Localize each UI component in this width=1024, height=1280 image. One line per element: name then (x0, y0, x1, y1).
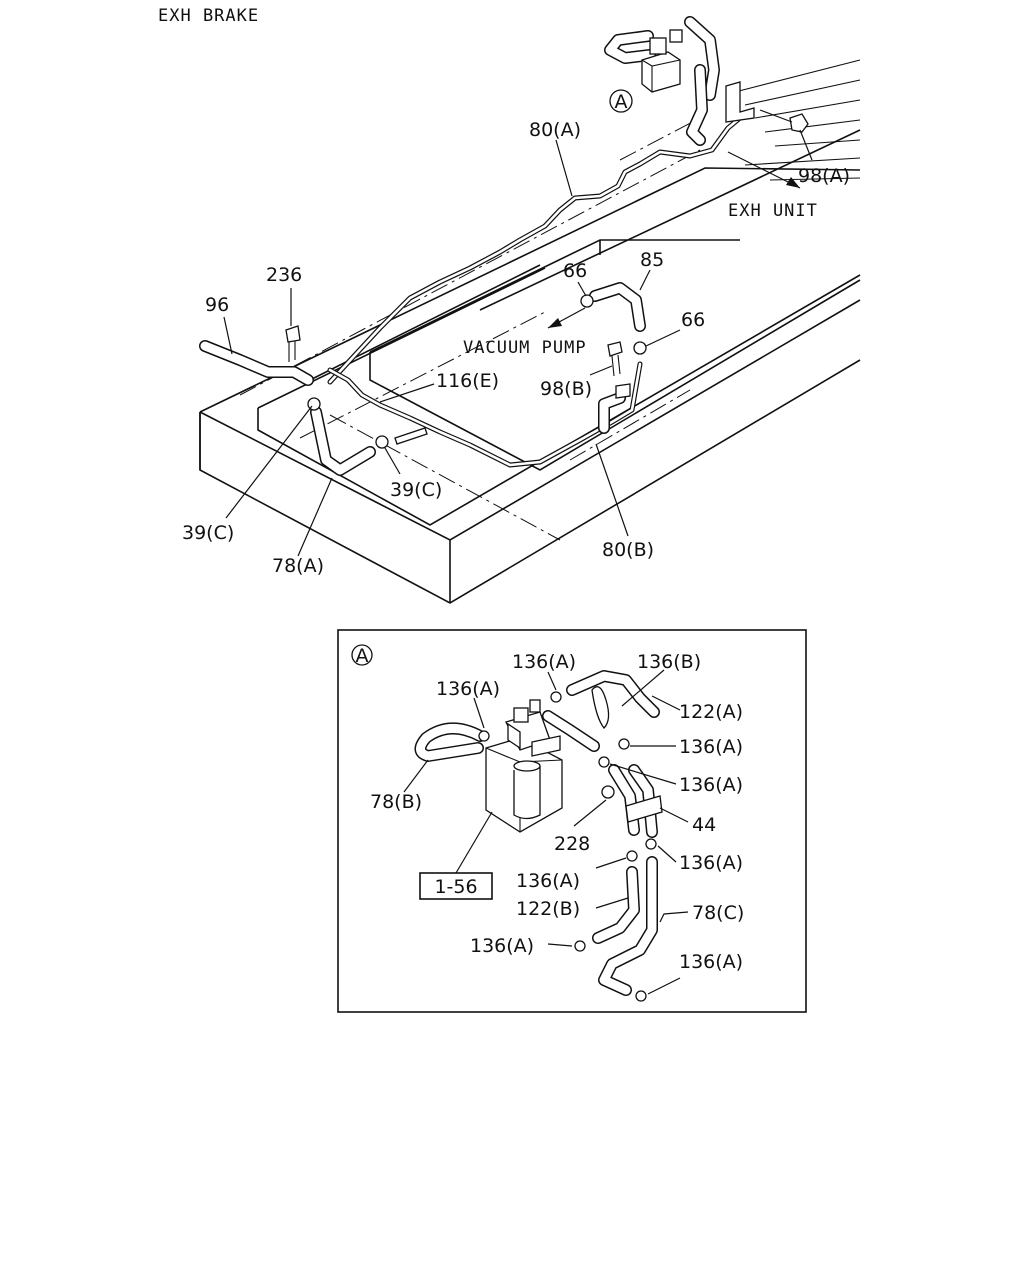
clamp-136a-4-icon (598, 756, 610, 768)
clamps-detail (478, 686, 657, 1002)
clip-136b-icon (591, 686, 610, 729)
detail-frame (337, 629, 807, 1013)
solenoid-valve-unit: A (609, 29, 683, 113)
bolt-98a (725, 81, 809, 133)
label-80a: 80(A) (529, 119, 581, 141)
label-136a-8: 136(A) (679, 951, 743, 973)
reference-box-label: 1-56 (434, 876, 477, 898)
label-136a-6: 136(A) (516, 870, 580, 892)
clamp-39c-right-icon (375, 435, 389, 449)
label-136a-2: 136(A) (436, 678, 500, 700)
pipe-80a (327, 115, 743, 385)
leaders-main (223, 129, 813, 557)
hoses-main (199, 16, 720, 476)
label-44: 44 (692, 814, 716, 836)
label-98a: 98(A) (798, 165, 850, 187)
clamp-66a-icon (580, 294, 594, 308)
main-view: A EXH UNIT VACUU (182, 16, 861, 604)
diagram-title: EXH BRAKE (158, 6, 259, 26)
callout-a-marker (609, 89, 633, 113)
leaders-detail (403, 669, 689, 995)
label-136a-1: 136(A) (512, 651, 576, 673)
bolt-236 (285, 325, 301, 362)
label-136a-4: 136(A) (679, 774, 743, 796)
exh-unit-annotation: EXH UNIT (728, 201, 818, 221)
bolt-98b-head (607, 341, 623, 357)
label-136a-7: 136(A) (470, 935, 534, 957)
label-136b: 136(B) (637, 651, 701, 673)
label-39c-left: 39(C) (182, 522, 234, 544)
label-66a: 66 (563, 260, 587, 282)
label-85: 85 (640, 249, 664, 271)
label-80b: 80(B) (602, 539, 654, 561)
label-122a: 122(A) (679, 701, 743, 723)
detail-marker-letter: A (356, 645, 369, 667)
clamp-136a-2-icon (478, 730, 490, 742)
label-78b: 78(B) (370, 791, 422, 813)
label-66b: 66 (681, 309, 705, 331)
tee-44 (625, 795, 663, 823)
clamp-136a-6-icon (626, 850, 638, 862)
labels-main: 80(A) 98(A) 236 96 66 85 66 98(B) 116(E)… (182, 119, 850, 577)
clamp-136a-5-icon (645, 838, 657, 850)
detail-marker (351, 644, 373, 666)
clamp-136a-3-icon (618, 738, 630, 750)
pipe-80b (327, 361, 643, 468)
clamp-136a-1-icon (550, 691, 562, 703)
label-39c-right: 39(C) (390, 479, 442, 501)
clamp-136a-8-icon (635, 990, 647, 1002)
label-116e: 116(E) (436, 370, 499, 392)
label-98b: 98(B) (540, 378, 592, 400)
chassis-frame (199, 59, 861, 604)
label-96: 96 (205, 294, 229, 316)
label-136a-3: 136(A) (679, 736, 743, 758)
label-122b: 122(B) (516, 898, 580, 920)
detail-view-a: A 1-56 (337, 629, 807, 1013)
vacuum-pump-annotation: VACUUM PUMP (463, 338, 587, 358)
label-78a: 78(A) (272, 555, 324, 577)
labels-detail: 136(A) 136(B) 136(A) 122(A) 136(A) 136(A… (370, 651, 744, 973)
callout-a-letter: A (615, 91, 628, 113)
hoses-detail (414, 670, 660, 996)
clamps-main (307, 294, 647, 449)
label-228: 228 (554, 833, 590, 855)
canister-1-56 (485, 699, 563, 833)
clamp-136a-7-icon (574, 940, 586, 952)
label-78c: 78(C) (692, 902, 744, 924)
clamp-66b-icon (633, 341, 647, 355)
label-136a-5: 136(A) (679, 852, 743, 874)
clip-228-icon (601, 785, 615, 799)
label-236: 236 (266, 264, 302, 286)
